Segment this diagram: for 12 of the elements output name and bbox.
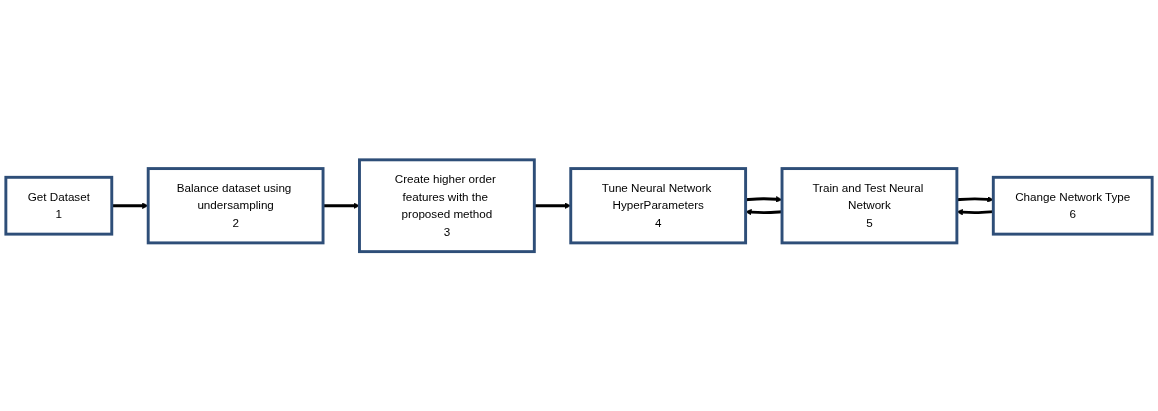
node-box: Tune Neural Network HyperParameters 4 xyxy=(569,166,748,245)
node-box: Create higher order features with the proposed method 3 xyxy=(358,158,536,253)
arrow xyxy=(323,202,360,209)
arrow xyxy=(745,195,783,203)
arrow xyxy=(111,202,149,209)
arrow xyxy=(745,208,783,216)
arrow xyxy=(956,195,994,203)
node-box: Get Dataset 1 xyxy=(4,175,114,236)
node-box: Change Network Type 6 xyxy=(991,175,1154,236)
node-box: Train and Test Neural Network 5 xyxy=(780,166,959,245)
arrow xyxy=(956,208,994,216)
node-box: Balance dataset using undersampling 2 xyxy=(146,166,325,245)
